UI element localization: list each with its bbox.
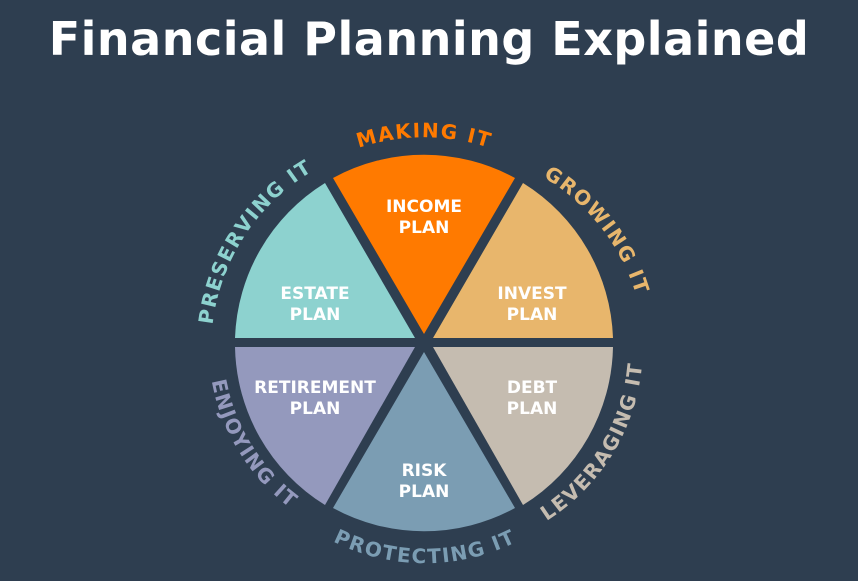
segment-debt-wedge bbox=[433, 347, 613, 505]
segment-invest-wedge bbox=[433, 183, 613, 338]
page-title: Financial Planning Explained bbox=[48, 12, 810, 66]
segment-retirement-wedge bbox=[235, 347, 415, 505]
ring-label-making-it: MAKING IT bbox=[353, 118, 495, 153]
segment-estate-wedge bbox=[235, 183, 415, 338]
segment-risk-wedge bbox=[333, 352, 515, 532]
segment-income-wedge bbox=[333, 154, 515, 334]
